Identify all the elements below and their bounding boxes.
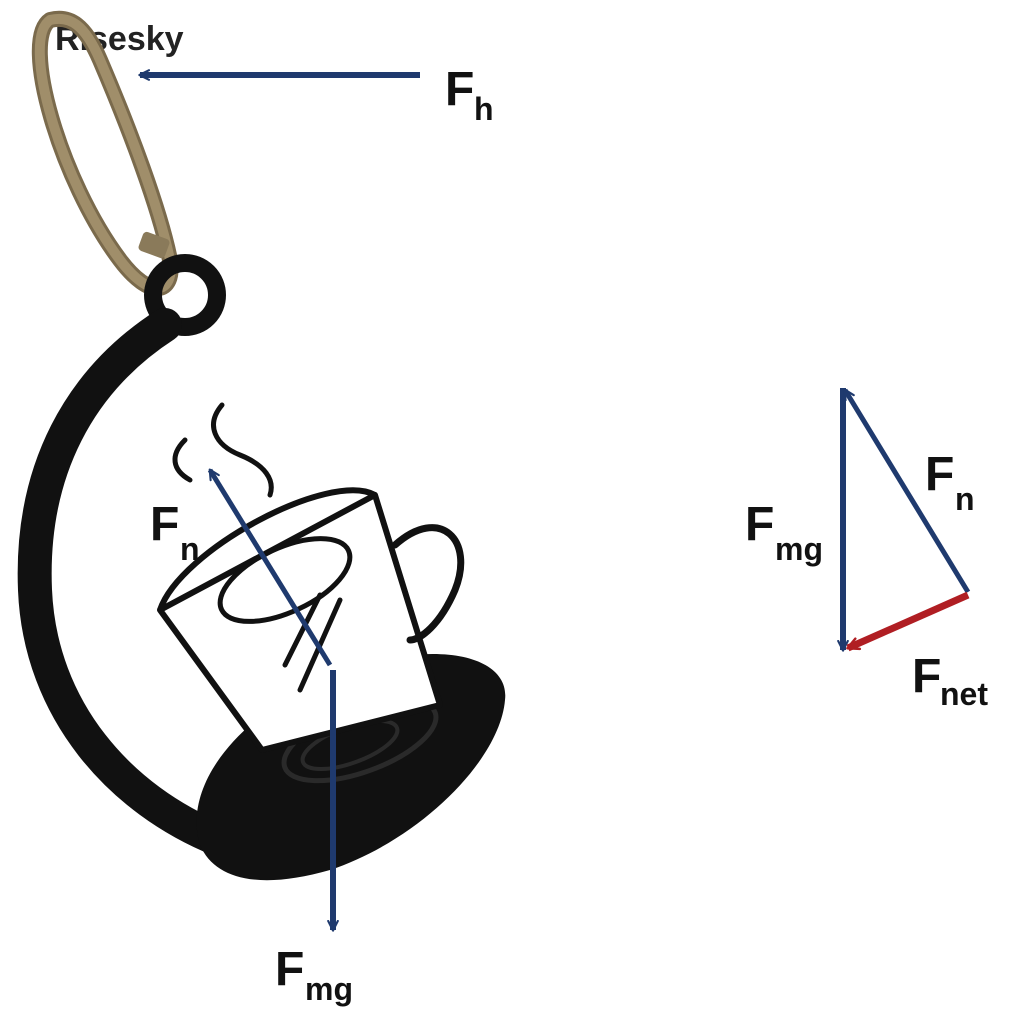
fh-label: F h bbox=[445, 63, 494, 127]
fn-label-left: F n bbox=[150, 498, 200, 567]
fn-arrow-left bbox=[207, 468, 333, 667]
fmg-bottom-sub: mg bbox=[305, 971, 353, 1007]
fmg-label-right: F mg bbox=[745, 498, 823, 567]
fnet-main: F bbox=[912, 650, 941, 703]
fnet-sub: net bbox=[940, 676, 988, 712]
mug-icon bbox=[157, 487, 465, 753]
fn-arrow-right bbox=[842, 388, 971, 594]
fn-left-main: F bbox=[150, 498, 179, 551]
fn-left-sub: n bbox=[180, 531, 200, 567]
vector-triangle bbox=[837, 388, 971, 652]
fnet-arrow bbox=[846, 591, 970, 652]
fmg-label-bottom: F mg bbox=[275, 943, 353, 1007]
fh-label-sub: h bbox=[474, 91, 494, 127]
strap-icon bbox=[31, 10, 179, 297]
steam-icon bbox=[172, 402, 274, 498]
fn-right-main: F bbox=[925, 448, 954, 501]
fmg-bottom-main: F bbox=[275, 943, 304, 996]
fn-label-right: F n bbox=[925, 448, 975, 517]
fmg-right-sub: mg bbox=[775, 531, 823, 567]
fn-right-sub: n bbox=[955, 481, 975, 517]
fnet-label: F net bbox=[912, 650, 988, 712]
fh-label-main: F bbox=[445, 63, 474, 116]
fmg-right-main: F bbox=[745, 498, 774, 551]
